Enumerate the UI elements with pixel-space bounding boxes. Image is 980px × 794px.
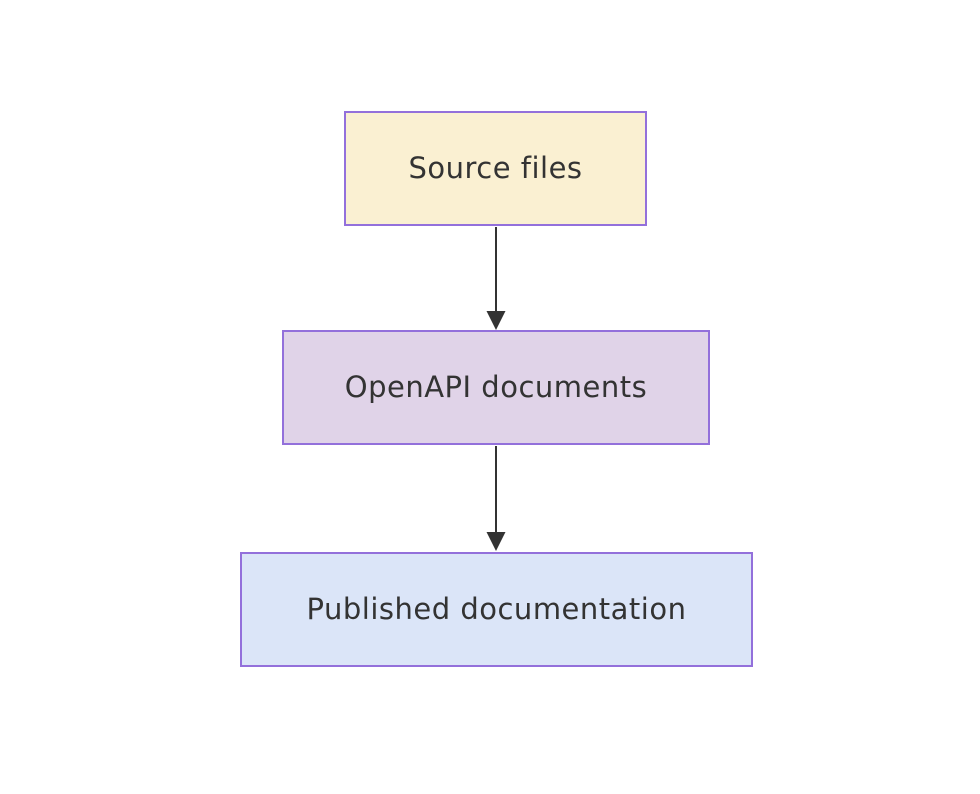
arrowhead-down-icon xyxy=(486,532,506,551)
node-source-files[interactable]: Source files xyxy=(344,111,647,226)
node-source-files-label: Source files xyxy=(408,151,583,186)
edge-openapi-to-published xyxy=(486,446,506,551)
node-openapi-documents-label: OpenAPI documents xyxy=(344,370,648,405)
arrowhead-down-icon xyxy=(486,311,506,330)
node-published-documentation-label: Published documentation xyxy=(306,592,687,627)
node-openapi-documents[interactable]: OpenAPI documents xyxy=(282,330,710,445)
node-published-documentation[interactable]: Published documentation xyxy=(240,552,753,667)
edge-source-to-openapi xyxy=(486,227,506,330)
